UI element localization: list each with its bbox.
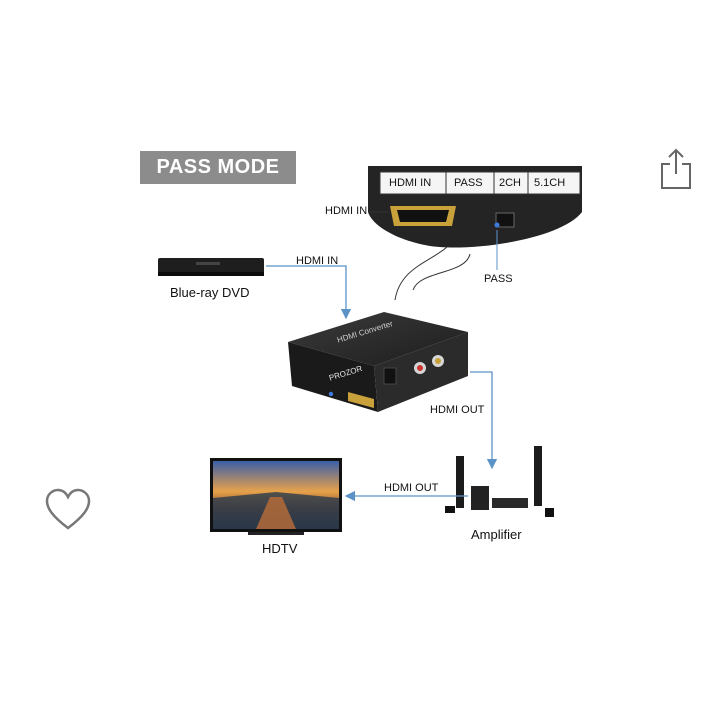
connection-label-hdmi-in: HDMI IN [296,255,339,267]
share-button[interactable] [656,146,696,192]
bluray-player [158,258,264,276]
hdmi-converter-box [288,312,468,412]
heart-icon [45,488,91,530]
pass-switch [495,212,515,228]
arrow-converter-to-amplifier [470,371,498,470]
connection-label-hdmi-out-amp: HDMI OUT [430,404,485,416]
hdtv [210,458,342,535]
inset-panel [368,166,582,301]
amplifier-speakers [445,446,554,517]
inset-pass-label: PASS [484,273,513,285]
pass-mode-badge: PASS MODE [140,151,296,184]
amplifier-label: Amplifier [471,527,522,542]
inset-hdmi-in-label: HDMI IN [325,205,368,217]
inset-header-pass: PASS [454,177,483,189]
source-device-label: Blue-ray DVD [170,285,250,300]
favorite-button[interactable] [44,488,92,532]
inset-header-5-1ch: 5.1CH [534,177,566,189]
hdtv-label: HDTV [262,541,298,556]
inset-header-2ch: 2CH [499,177,522,189]
share-icon [661,148,691,189]
connection-label-hdmi-out-tv: HDMI OUT [384,482,439,494]
inset-header-hdmi-in: HDMI IN [389,177,432,189]
arrow-source-to-converter [266,265,352,320]
